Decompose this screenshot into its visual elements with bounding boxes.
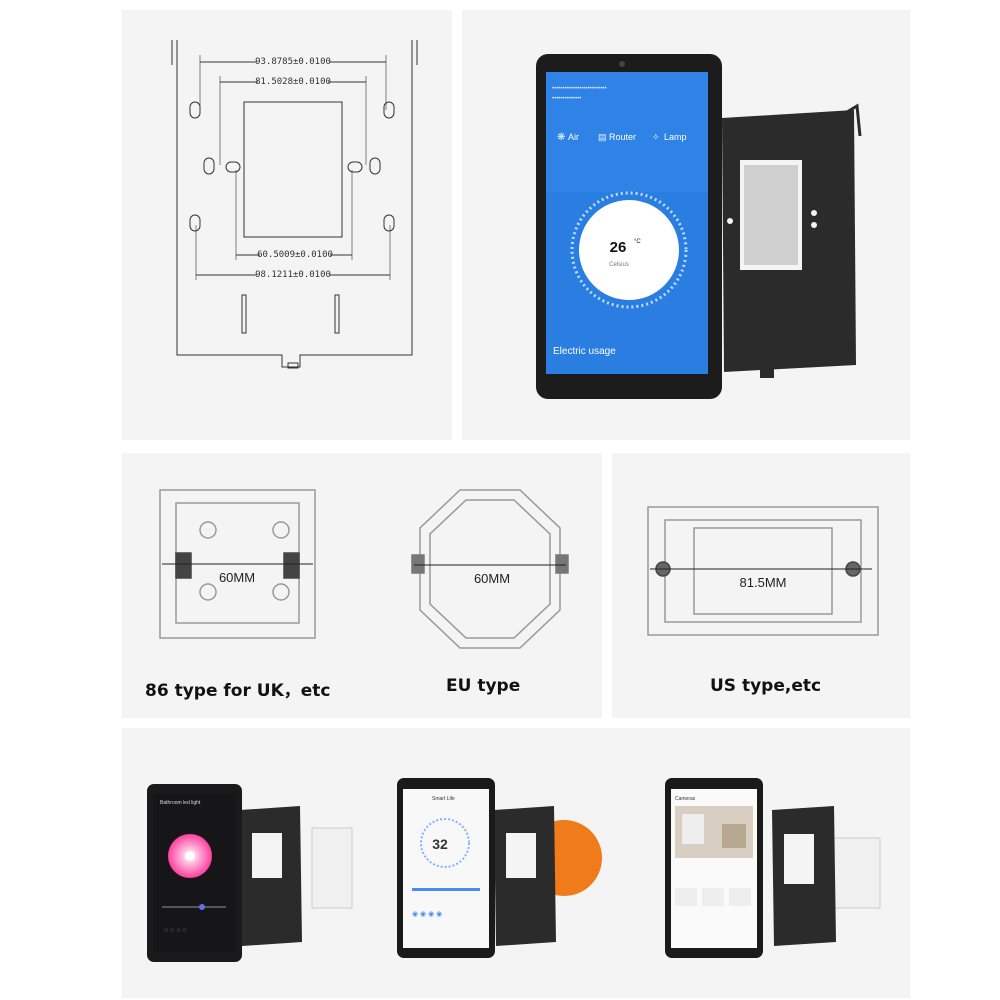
electric-usage-label: Electric usage: [553, 346, 616, 357]
svg-text:✧: ✧: [652, 132, 660, 142]
hero-product: •••••••••••••••••••••••••• •••••••••••••…: [536, 54, 862, 399]
hero-product-panel: •••••••••••••••••••••••••• •••••••••••••…: [462, 10, 910, 440]
device-uk-install: Bathroom led light ○ ○ ○ ○: [147, 784, 353, 962]
device-1-title: Bathroom led light: [160, 800, 201, 806]
mounting-plate: [722, 103, 862, 378]
room-air-label: Air: [568, 132, 579, 142]
hero-temperature: 26: [610, 239, 627, 256]
device-2-title: Smart Life: [432, 796, 455, 802]
install-examples: Bathroom led light ○ ○ ○ ○ Smart Life 32…: [147, 778, 881, 962]
device-2-temperature: 32: [432, 836, 448, 852]
svg-text:◉ ◉ ◉ ◉: ◉ ◉ ◉ ◉: [412, 911, 442, 918]
device-eu-install: Smart Life 32 ◉ ◉ ◉ ◉: [397, 778, 602, 958]
device-us-install: Cameras: [665, 778, 881, 958]
eu-caption: EU type: [446, 676, 521, 696]
svg-text:○ ○ ○ ○: ○ ○ ○ ○: [164, 927, 187, 934]
uk-caption: 86 type for UK，etc: [145, 681, 331, 701]
device-3-title: Cameras: [675, 796, 696, 802]
svg-text:▤: ▤: [598, 132, 607, 142]
install-examples-panel: Bathroom led light ○ ○ ○ ○ Smart Life 32…: [122, 728, 910, 998]
room-lamp-label: Lamp: [664, 132, 687, 142]
hero-temperature-unit: °C: [634, 239, 641, 245]
hero-temperature-label: Celsius: [609, 262, 629, 268]
dim-label-overall-holes: 93.8785±0.0100: [255, 57, 331, 67]
svg-text:❋: ❋: [557, 132, 565, 143]
mounting-plate-drawing-panel: 93.8785±0.0100 81.5028±0.0100 60.5009±0.…: [122, 10, 452, 440]
mounting-plate-drawing: 93.8785±0.0100 81.5028±0.0100 60.5009±0.…: [171, 40, 418, 369]
dim-label-outer-holes: 98.1211±0.0100: [255, 270, 331, 280]
room-router-label: Router: [609, 132, 636, 142]
dim-label-window: 60.5009±0.0100: [257, 250, 333, 260]
svg-text:••••••••••••••••••••••••••: ••••••••••••••••••••••••••: [552, 86, 607, 92]
svg-text:••••••••••••••: ••••••••••••••: [552, 96, 581, 102]
us-caption: US type,etc: [710, 676, 822, 696]
dim-label-inner-holes: 81.5028±0.0100: [255, 77, 331, 87]
